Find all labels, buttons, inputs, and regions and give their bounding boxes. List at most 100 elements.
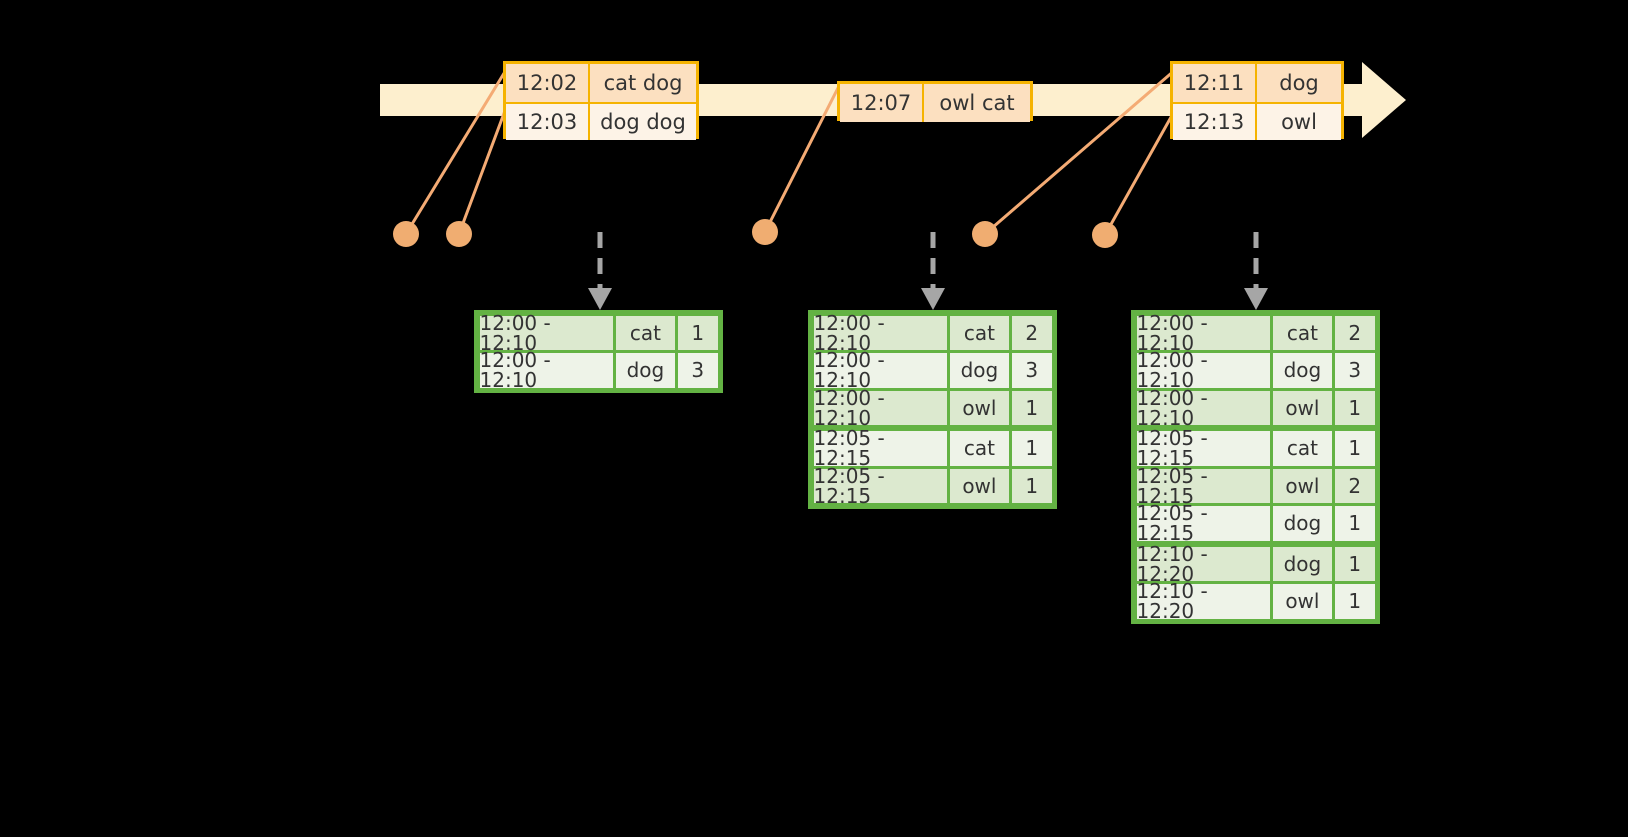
- event-row: 12:03 dog dog: [506, 102, 696, 140]
- cell-count: 1: [1012, 468, 1052, 503]
- event-timestamp: 12:13: [1173, 104, 1257, 140]
- cell-count: 1: [1335, 546, 1375, 581]
- table-row: 12:00 - 12:10 dog 3: [812, 350, 1053, 390]
- cell-word: owl: [949, 468, 1010, 503]
- cell-count: 3: [678, 353, 718, 388]
- dashed-arrows: [588, 232, 1268, 310]
- event-words: dog: [1257, 64, 1341, 102]
- table-row: 12:00 - 12:10 cat 2: [812, 313, 1053, 353]
- cell-window: 12:00 - 12:10: [813, 313, 947, 353]
- cell-word: owl: [1272, 468, 1333, 503]
- cell-count: 1: [1335, 431, 1375, 466]
- event-timestamp: 12:11: [1173, 64, 1257, 102]
- cell-count: 1: [678, 315, 718, 350]
- table-row: 12:05 - 12:15 dog 1: [1135, 503, 1376, 543]
- cell-word: dog: [1272, 353, 1333, 388]
- event-row: 12:07 owl cat: [840, 84, 1030, 122]
- cell-window: 12:05 - 12:15: [813, 466, 947, 506]
- result-group: 12:00 - 12:10 cat 2 12:00 - 12:10 dog 3 …: [1135, 313, 1376, 428]
- connector-line-1: [404, 68, 508, 236]
- table-row: 12:05 - 12:15 owl 2: [1135, 466, 1376, 506]
- cell-word: dog: [615, 353, 676, 388]
- event-row: 12:02 cat dog: [506, 64, 696, 102]
- cell-window: 12:05 - 12:15: [1136, 466, 1270, 506]
- cell-word: cat: [1272, 431, 1333, 466]
- table-row: 12:00 - 12:10 dog 3: [478, 350, 719, 390]
- table-row: 12:05 - 12:15 cat 1: [812, 428, 1053, 468]
- event-words: dog dog: [590, 104, 696, 140]
- group-separator: [812, 426, 1053, 430]
- table-row: 12:00 - 12:10 owl 1: [1135, 388, 1376, 428]
- cell-count: 1: [1335, 390, 1375, 425]
- result-table-3[interactable]: 12:00 - 12:10 cat 2 12:00 - 12:10 dog 3 …: [1131, 310, 1380, 624]
- cell-word: cat: [949, 315, 1010, 350]
- connector-line-3: [763, 82, 842, 234]
- cell-word: owl: [1272, 584, 1333, 619]
- event-words: owl cat: [924, 84, 1030, 122]
- event-dot-1[interactable]: [393, 221, 419, 247]
- connector-line-5: [1103, 108, 1177, 237]
- result-group: 12:05 - 12:15 cat 1 12:05 - 12:15 owl 1: [812, 428, 1053, 506]
- event-words: cat dog: [590, 64, 696, 102]
- cell-word: dog: [1272, 506, 1333, 541]
- cell-window: 12:00 - 12:10: [813, 388, 947, 428]
- cell-word: owl: [949, 390, 1010, 425]
- result-group: 12:00 - 12:10 cat 2 12:00 - 12:10 dog 3 …: [812, 313, 1053, 428]
- cell-count: 1: [1335, 584, 1375, 619]
- cell-word: owl: [1272, 390, 1333, 425]
- cell-count: 3: [1012, 353, 1052, 388]
- result-table-1[interactable]: 12:00 - 12:10 cat 1 12:00 - 12:10 dog 3: [474, 310, 723, 393]
- table-row: 12:00 - 12:10 cat 1: [478, 313, 719, 353]
- cell-count: 2: [1335, 315, 1375, 350]
- cell-word: dog: [1272, 546, 1333, 581]
- dashed-arrow-3: [1244, 232, 1268, 310]
- table-row: 12:05 - 12:15 owl 1: [812, 466, 1053, 506]
- cell-count: 1: [1012, 390, 1052, 425]
- cell-count: 1: [1335, 506, 1375, 541]
- result-group: 12:00 - 12:10 cat 1 12:00 - 12:10 dog 3: [478, 313, 719, 390]
- cell-window: 12:10 - 12:20: [1136, 544, 1270, 584]
- event-row: 12:11 dog: [1173, 64, 1341, 102]
- cell-window: 12:00 - 12:10: [1136, 313, 1270, 353]
- event-words: owl: [1257, 104, 1341, 140]
- result-table-2[interactable]: 12:00 - 12:10 cat 2 12:00 - 12:10 dog 3 …: [808, 310, 1057, 509]
- event-dot-3[interactable]: [752, 219, 778, 245]
- cell-word: cat: [615, 315, 676, 350]
- event-card-3[interactable]: 12:11 dog 12:13 owl: [1170, 61, 1344, 140]
- cell-word: cat: [949, 431, 1010, 466]
- event-timestamp: 12:02: [506, 64, 590, 102]
- group-separator: [1135, 426, 1376, 430]
- dashed-arrow-1: [588, 232, 612, 310]
- dashed-arrow-2: [921, 232, 945, 310]
- event-timestamp: 12:07: [840, 84, 924, 122]
- table-row: 12:10 - 12:20 owl 1: [1135, 581, 1376, 621]
- connector-line-2: [457, 106, 508, 236]
- table-row: 12:00 - 12:10 cat 2: [1135, 313, 1376, 353]
- table-row: 12:10 - 12:20 dog 1: [1135, 544, 1376, 584]
- cell-word: cat: [1272, 315, 1333, 350]
- cell-window: 12:05 - 12:15: [813, 428, 947, 468]
- event-card-2[interactable]: 12:07 owl cat: [837, 81, 1033, 122]
- event-dot-2[interactable]: [446, 221, 472, 247]
- cell-window: 12:00 - 12:10: [479, 313, 613, 353]
- cell-window: 12:10 - 12:20: [1136, 581, 1270, 621]
- table-row: 12:05 - 12:15 cat 1: [1135, 428, 1376, 468]
- cell-window: 12:05 - 12:15: [1136, 428, 1270, 468]
- cell-word: dog: [949, 353, 1010, 388]
- cell-count: 2: [1335, 468, 1375, 503]
- event-row: 12:13 owl: [1173, 102, 1341, 140]
- event-card-1[interactable]: 12:02 cat dog 12:03 dog dog: [503, 61, 699, 140]
- cell-window: 12:00 - 12:10: [479, 350, 613, 390]
- cell-window: 12:00 - 12:10: [1136, 350, 1270, 390]
- event-dot-5[interactable]: [1092, 222, 1118, 248]
- result-group: 12:10 - 12:20 dog 1 12:10 - 12:20 owl 1: [1135, 544, 1376, 621]
- cell-count: 1: [1012, 431, 1052, 466]
- result-group: 12:05 - 12:15 cat 1 12:05 - 12:15 owl 2 …: [1135, 428, 1376, 543]
- cell-window: 12:05 - 12:15: [1136, 503, 1270, 543]
- event-dot-4[interactable]: [972, 221, 998, 247]
- cell-window: 12:00 - 12:10: [813, 350, 947, 390]
- table-row: 12:00 - 12:10 owl 1: [812, 388, 1053, 428]
- cell-window: 12:00 - 12:10: [1136, 388, 1270, 428]
- group-separator: [1135, 542, 1376, 545]
